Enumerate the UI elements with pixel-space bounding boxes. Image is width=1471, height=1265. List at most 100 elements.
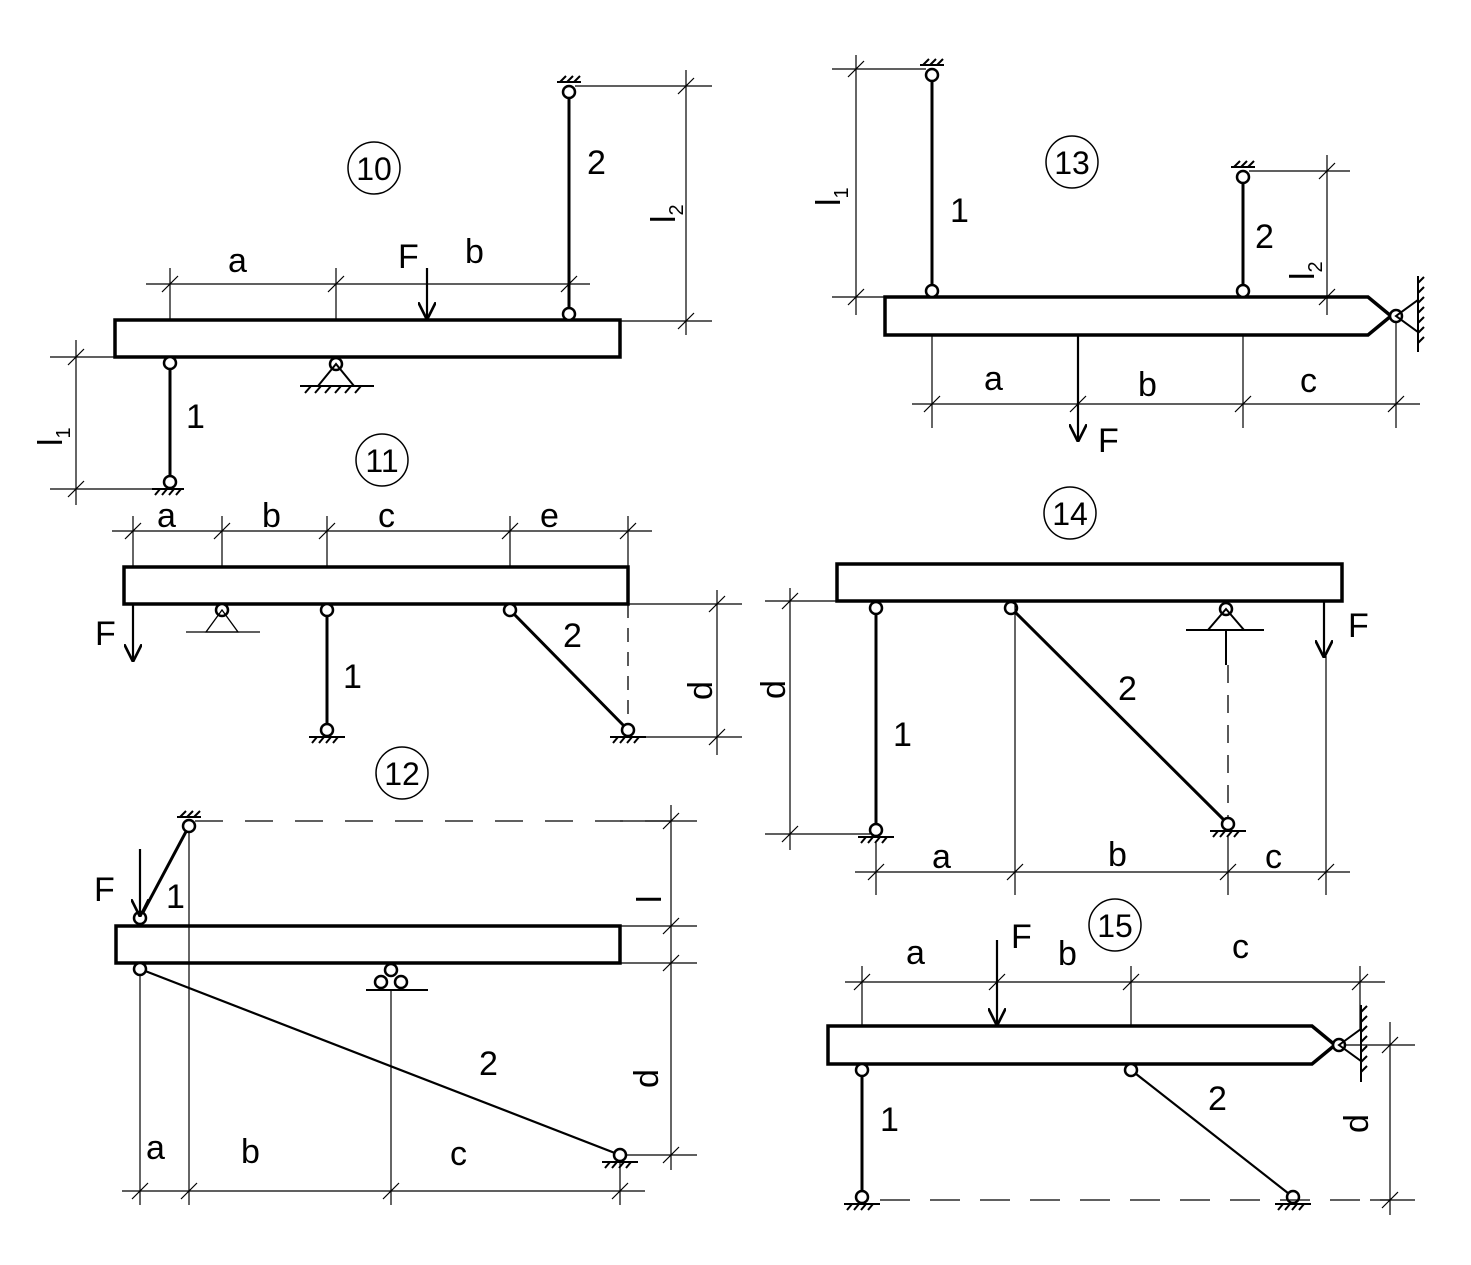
dimension-a-label: a [984,360,1003,398]
dimension-d-label: d [682,681,720,700]
dimension-b-label: b [241,1133,260,1171]
fixed-support-icon [610,736,646,744]
dimension-c-label: c [1232,928,1249,966]
dimension-e-label: e [540,497,559,535]
fixed-support-icon [557,75,581,83]
dimension-line [620,805,697,1170]
diagram-number-circle [1088,898,1142,952]
hinge [319,722,335,738]
diagram-number: 15 [1097,908,1133,944]
diagram-14: 14 1 2 F [755,486,1369,895]
dimension-b-label: b [262,497,281,535]
dimension-line [912,322,1420,428]
dimension-line [1249,155,1350,315]
rod-2-label: 2 [1255,218,1274,256]
hinge [181,818,197,834]
dimension-b-label: b [465,233,484,271]
dimension-line [112,516,652,567]
dimension-b-label: b [1138,366,1157,404]
dimension-a-label: a [932,838,951,876]
rod-1-label: 1 [880,1101,899,1139]
dimension-line [1345,1022,1415,1215]
beam [122,565,630,606]
hinge [854,1189,870,1205]
hinge [612,1147,628,1163]
dimension-a-label: a [146,1129,165,1167]
diagram-number: 13 [1054,145,1090,181]
fixed-support-icon [1210,830,1246,838]
dimension-d-label: d [1338,1114,1376,1133]
dimension-b-label: b [1108,836,1127,874]
rod-2 [508,608,630,732]
wall-pin-support-icon [1388,276,1425,352]
beam [835,562,1344,603]
hinge [1235,169,1251,185]
force-label: F [94,871,115,909]
hinge [854,1062,870,1078]
dimension-l-label: l [631,895,669,903]
rod-2 [1009,606,1230,826]
dimension-line [832,55,926,315]
dimension-d-label: d [628,1069,666,1088]
diagram-number-circle [1045,135,1099,189]
hinge [1123,1062,1139,1078]
fixed-support-icon [1275,1203,1311,1211]
dimension-l2-label: l2 [645,204,688,223]
fixed-support-icon [844,1203,880,1211]
force-label: F [1348,607,1369,645]
hinge [319,602,335,618]
dimension-d-label: d [755,680,793,699]
fixed-support-icon [1231,160,1255,168]
diagram-12: 12 1 F 2 [94,746,697,1205]
hinge [620,722,636,738]
hinge [868,822,884,838]
diagram-15: 15 a b c F [826,898,1415,1215]
hinge [868,600,884,616]
rod-2-label: 2 [587,144,606,182]
dimension-a-label: a [228,242,247,280]
beam [114,924,622,965]
hinge [924,67,940,83]
diagram-number: 12 [384,756,420,792]
dimension-c-label: c [378,497,395,535]
dimension-l2-label: l2 [1284,261,1327,280]
rod-2-label: 2 [1118,670,1137,708]
diagram-number: 14 [1052,496,1088,532]
rod-1-label: 1 [186,398,205,436]
hinge [561,84,577,100]
dimension-l1-label: l1 [810,187,853,206]
fixed-support-icon [177,810,201,818]
hinge [132,961,148,977]
diagram-number-circle [355,433,409,487]
diagram-number: 11 [365,443,398,479]
force-label: F [95,615,116,653]
hinge [1285,1189,1301,1205]
hinge [162,474,178,490]
dimension-a-label: a [157,497,176,535]
pin-support-icon [186,602,260,633]
rod-2-label: 2 [1208,1080,1227,1118]
dimension-line [575,70,712,335]
wall-pin-support-icon [1331,1005,1368,1082]
diagram-13: 13 1 2 F [810,55,1425,460]
pin-support-icon [300,356,374,394]
fixed-support-icon [920,58,944,66]
hinge [162,355,178,371]
force-label: F [1011,918,1032,956]
dimension-c-label: c [1265,838,1282,876]
dimension-line [765,588,870,850]
dimension-line [146,268,590,320]
diagram-number-circle [375,746,429,800]
dimension-l1-label: l1 [32,427,75,446]
beam [826,1024,1338,1066]
beam [883,295,1394,337]
rod-1-label: 1 [166,878,185,916]
force-label: F [398,238,419,276]
hinge [1220,816,1236,832]
dimension-line [50,340,155,505]
rod-2-label: 2 [563,617,582,655]
beam [113,318,622,359]
rod-1-label: 1 [343,658,362,696]
fixed-support-icon [858,836,894,844]
